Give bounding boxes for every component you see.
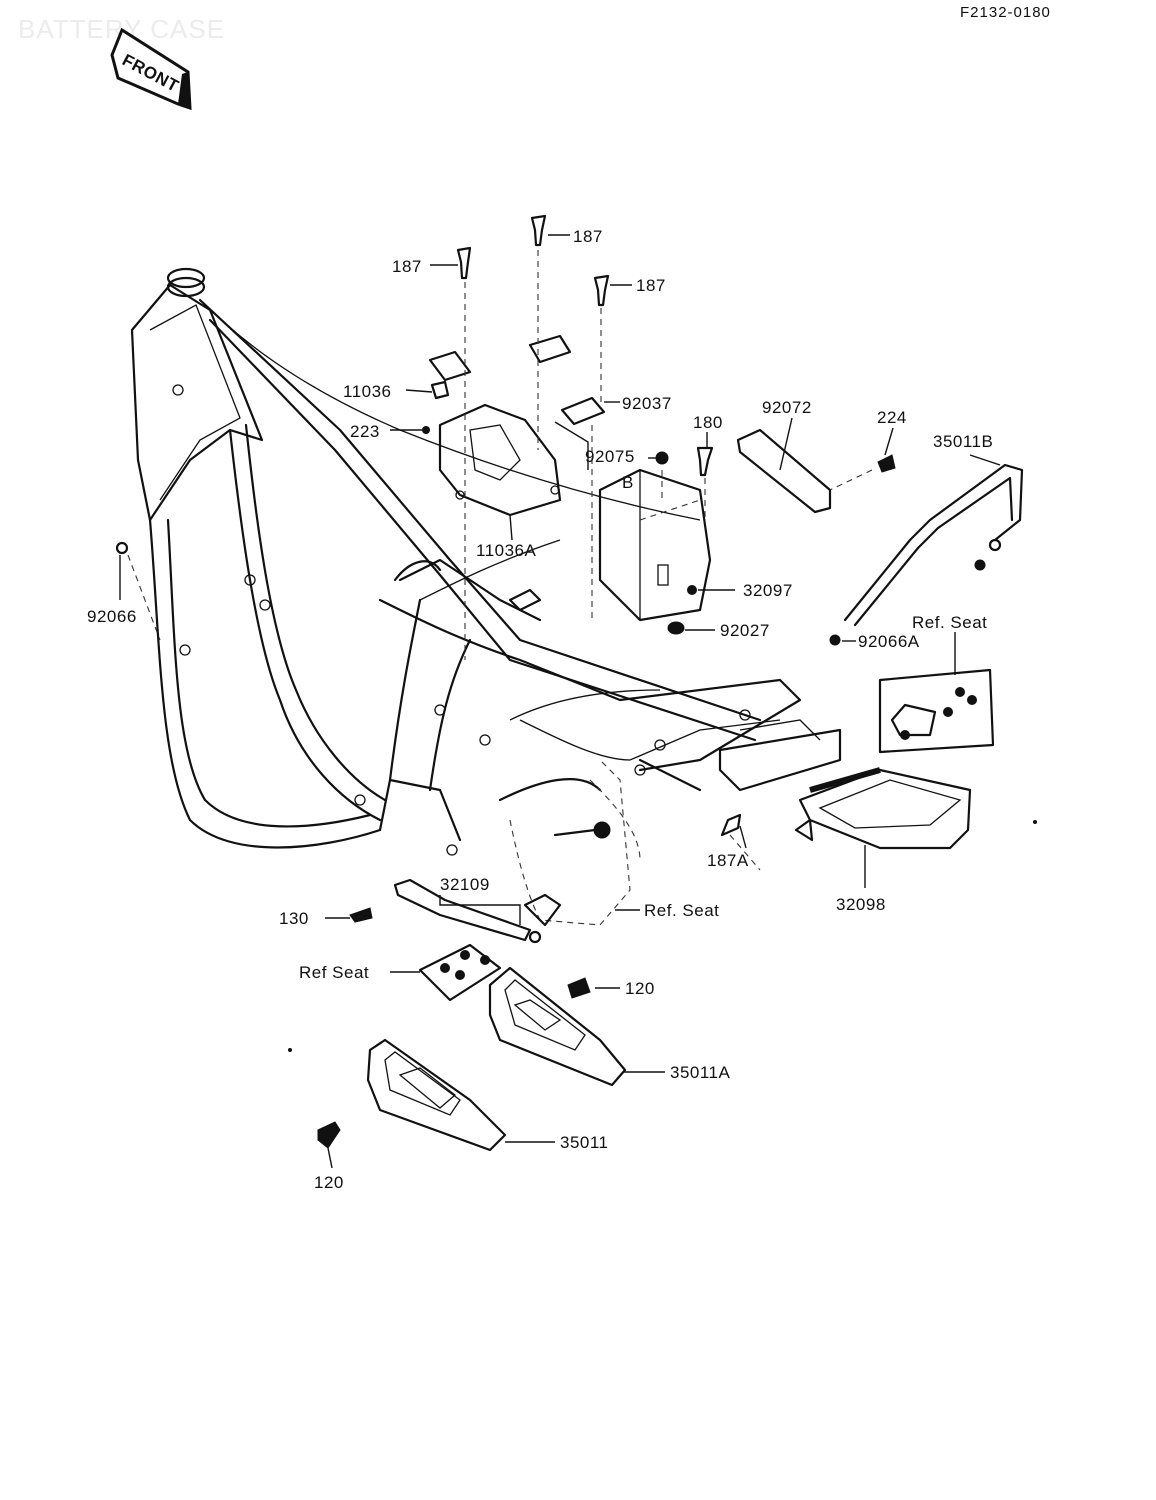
- label-187A: 187A: [707, 851, 749, 870]
- leader-lines: [119, 234, 1001, 1169]
- figure-code: F2132-0180: [960, 4, 1051, 21]
- strap-92072: [736, 428, 832, 514]
- label-35011: 35011: [560, 1133, 609, 1152]
- label-92075: 92075: [585, 447, 635, 466]
- label-187-right: 187: [636, 276, 666, 295]
- label-92072: 92072: [762, 398, 812, 417]
- part-labels: 187 187 187 11036 223 92037 92075 180 92…: [87, 227, 993, 1192]
- tray-32098: [794, 767, 972, 850]
- label-11036: 11036: [343, 382, 392, 401]
- label-180: 180: [693, 413, 723, 432]
- bracket-35011B: [843, 463, 1024, 627]
- label-92066: 92066: [87, 607, 137, 626]
- label-130: 130: [279, 909, 309, 928]
- front-badge: FRONT: [110, 27, 192, 111]
- label-120-right: 120: [625, 979, 655, 998]
- battery-case: B: [598, 468, 712, 622]
- rod-32109: [393, 878, 542, 944]
- label-223: 223: [350, 422, 380, 441]
- ref-seat-box-right: [878, 668, 995, 754]
- label-92037: 92037: [622, 394, 672, 413]
- assembly-lines: [127, 250, 873, 871]
- label-92066A: 92066A: [858, 632, 920, 651]
- label-ref-seat-left: Ref Seat: [299, 963, 369, 982]
- label-35011A: 35011A: [670, 1063, 731, 1082]
- motorcycle-frame: [130, 267, 842, 856]
- label-187-center: 187: [573, 227, 603, 246]
- label-ref-seat-right: Ref. Seat: [912, 613, 987, 632]
- label-35011B: 35011B: [933, 432, 993, 451]
- svg-text:B: B: [622, 473, 634, 492]
- ref-seat-box-left: [418, 943, 502, 1002]
- label-224: 224: [877, 408, 907, 427]
- label-120-left: 120: [314, 1173, 344, 1192]
- label-ref-seat-center: Ref. Seat: [644, 901, 719, 920]
- label-187-left: 187: [392, 257, 422, 276]
- label-92027: 92027: [720, 621, 770, 640]
- label-11036A: 11036A: [476, 541, 537, 560]
- cover-35011: [366, 1038, 507, 1152]
- label-32109: 32109: [440, 875, 490, 894]
- side-cover-area: [509, 759, 641, 927]
- label-32097: 32097: [743, 581, 793, 600]
- label-32098: 32098: [836, 895, 886, 914]
- hardware: [115, 214, 896, 1149]
- bracket-11036A: [438, 403, 562, 517]
- cover-35011A: [488, 966, 627, 1087]
